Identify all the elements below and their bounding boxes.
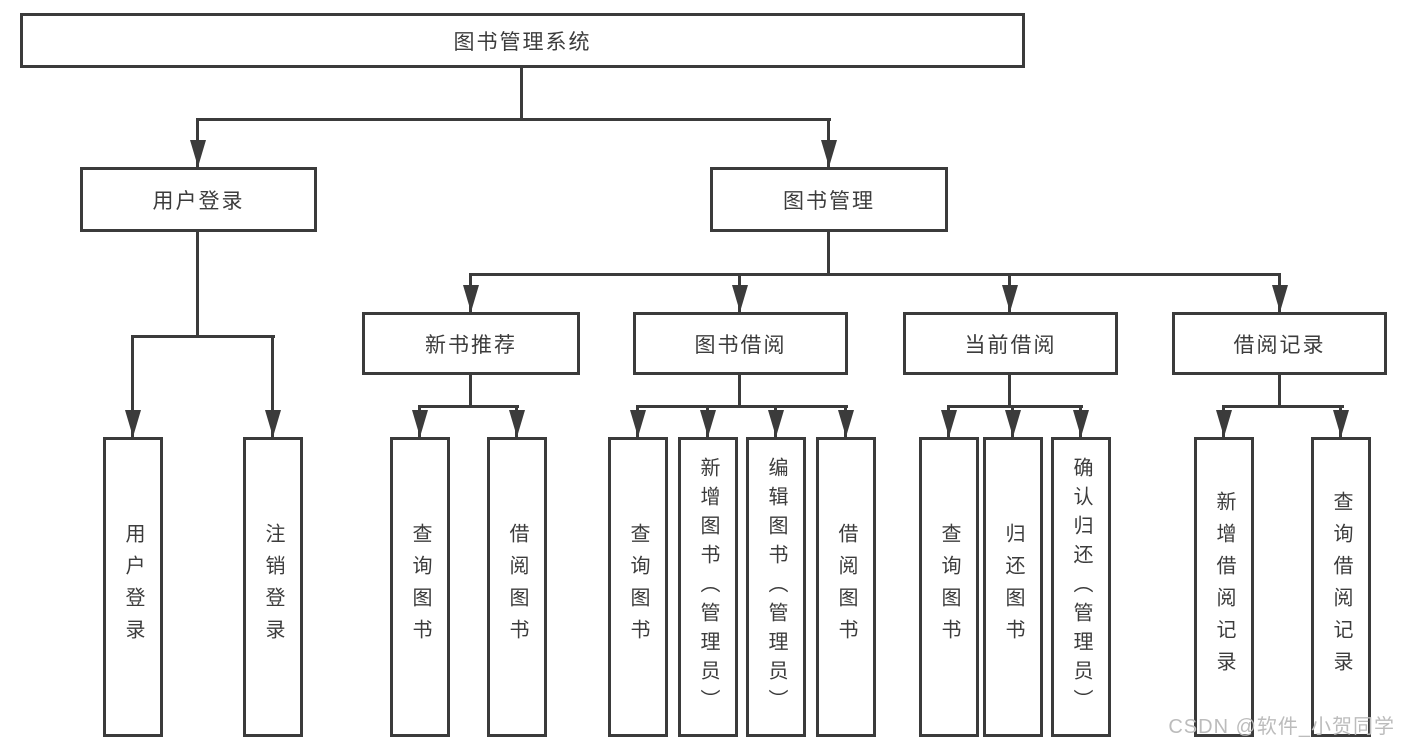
- arrowhead-br-query: [1333, 410, 1349, 437]
- arrowhead-cb-query: [941, 410, 957, 437]
- arrowhead-cb-return: [1005, 410, 1021, 437]
- leaf-bookborrow-edit-books-admin: 编辑图书（管理员）: [746, 437, 806, 737]
- arrowhead-borrowrecords: [1272, 285, 1288, 312]
- leaf-bookborrow-borrow-books: 借阅图书: [816, 437, 876, 737]
- leaf-records-query-borrow-record: 查询借阅记录: [1311, 437, 1371, 737]
- arrowhead-bb-query: [630, 410, 646, 437]
- connector-stem-login: [131, 335, 134, 437]
- arrowhead-bookmgmt: [821, 140, 837, 167]
- csdn-watermark: CSDN @软件_小贺同学: [1168, 716, 1395, 738]
- arrowhead-nb-query: [412, 410, 428, 437]
- connector-userlogin-crossbar: [131, 335, 275, 338]
- connector-currentborrow-crossbar: [947, 405, 1083, 408]
- arrowhead-nb-borrow: [509, 410, 525, 437]
- leaf-currentborrow-return-books: 归还图书: [983, 437, 1043, 737]
- leaf-bookborrow-query-books: 查询图书: [608, 437, 668, 737]
- connector-newbook-trunk: [469, 375, 472, 405]
- leaf-bookborrow-add-books-admin: 新增图书（管理员）: [678, 437, 738, 737]
- connector-root-trunk: [520, 68, 523, 118]
- connector-borrowrecords-crossbar: [1222, 405, 1344, 408]
- connector-bookmgmt-trunk: [827, 232, 830, 273]
- node-new-book-recommend: 新书推荐: [362, 312, 580, 375]
- leaf-user-login: 用户登录: [103, 437, 163, 737]
- node-borrow-records: 借阅记录: [1172, 312, 1387, 375]
- arrowhead-bb-add: [700, 410, 716, 437]
- arrowhead-userlogin: [190, 140, 206, 167]
- leaf-currentborrow-query-books: 查询图书: [919, 437, 979, 737]
- leaf-newbook-query-books: 查询图书: [390, 437, 450, 737]
- node-user-login: 用户登录: [80, 167, 317, 232]
- connector-stem-logout: [271, 335, 274, 437]
- leaf-newbook-borrow-books: 借阅图书: [487, 437, 547, 737]
- connector-userlogin-trunk: [196, 232, 199, 335]
- connector-newbook-crossbar: [418, 405, 519, 408]
- arrowhead-bb-borrow: [838, 410, 854, 437]
- node-current-borrow: 当前借阅: [903, 312, 1118, 375]
- leaf-logout: 注销登录: [243, 437, 303, 737]
- leaf-currentborrow-confirm-return-admin: 确认归还（管理员）: [1051, 437, 1111, 737]
- arrowhead-currentborrow: [1002, 285, 1018, 312]
- node-book-borrow: 图书借阅: [633, 312, 848, 375]
- connector-bookborrow-crossbar: [636, 405, 848, 408]
- connector-borrowrecords-trunk: [1278, 375, 1281, 405]
- node-book-management: 图书管理: [710, 167, 948, 232]
- connector-bookmgmt-crossbar: [469, 273, 1281, 276]
- arrowhead-newbook: [463, 285, 479, 312]
- arrowhead-bb-edit: [768, 410, 784, 437]
- connector-root-crossbar: [196, 118, 831, 121]
- arrowhead-br-add: [1216, 410, 1232, 437]
- leaf-records-add-borrow-record: 新增借阅记录: [1194, 437, 1254, 737]
- arrowhead-login: [125, 410, 141, 437]
- arrowhead-cb-confirm: [1073, 410, 1089, 437]
- connector-currentborrow-trunk: [1008, 375, 1011, 405]
- arrowhead-bookborrow: [732, 285, 748, 312]
- connector-bookborrow-trunk: [738, 375, 741, 405]
- node-root-library-system: 图书管理系统: [20, 13, 1025, 68]
- arrowhead-logout: [265, 410, 281, 437]
